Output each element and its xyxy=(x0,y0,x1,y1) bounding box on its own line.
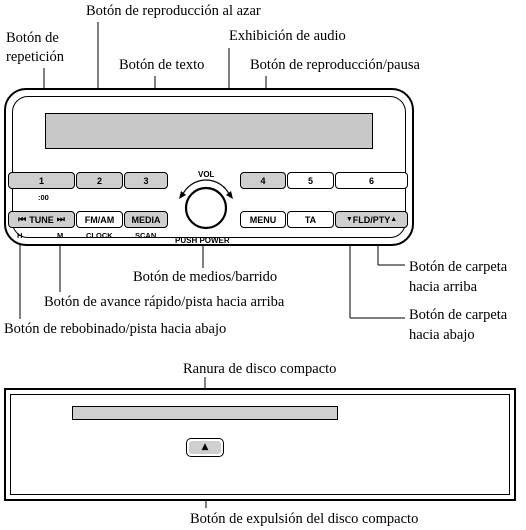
preset-button-6[interactable]: 6 xyxy=(335,172,408,189)
cd-slot-caption: Ranura de disco compacto xyxy=(183,361,337,377)
audio-display xyxy=(45,113,373,149)
media-scan-button[interactable]: MEDIA xyxy=(124,211,168,228)
preset-button-5[interactable]: 5 xyxy=(287,172,334,189)
menu-label: MENU xyxy=(249,214,277,225)
folder-down-icon: ▼ xyxy=(345,216,353,223)
fm-am-label: FM/AM xyxy=(84,214,115,225)
cd-eject-button-caption: Botón de expulsión del disco compacto xyxy=(190,511,419,527)
preset-1-label: 1 xyxy=(38,175,44,186)
preset-button-1-repeat[interactable]: 1 xyxy=(8,172,75,189)
preset-button-3-text[interactable]: 3 xyxy=(124,172,168,189)
audio-display-caption: Exhibición de audio xyxy=(229,28,346,44)
cd-unit-inner-frame xyxy=(10,394,510,495)
media-scan-button-caption: Botón de medios/barrido xyxy=(133,269,278,285)
preset-4-label: 4 xyxy=(260,175,266,186)
cd-eject-button[interactable]: ▲ xyxy=(186,438,224,457)
fm-am-button[interactable]: FM/AM xyxy=(76,211,123,228)
radio-inner-bezel xyxy=(12,96,406,238)
preset-6-label: 6 xyxy=(368,175,374,186)
fast-forward-button-caption: Botón de avance rápido/pista hacia arrib… xyxy=(44,294,285,310)
cd-eject-button-inner: ▲ xyxy=(189,441,221,454)
fld-pty-label: FLD/PTY xyxy=(352,214,391,225)
volume-label: VOL xyxy=(197,170,216,179)
track-down-icon: ⏮ xyxy=(18,214,27,224)
folder-down-button-caption-line1: Botón de carpeta xyxy=(409,307,508,323)
random-play-button-caption: Botón de reproducción al azar xyxy=(86,3,261,19)
preset-button-2-random[interactable]: 2 xyxy=(76,172,123,189)
ta-label: TA xyxy=(304,214,317,225)
repeat-button-caption-line2: repetición xyxy=(6,49,64,65)
preset-button-4-play-pause[interactable]: 4 xyxy=(240,172,286,189)
media-label: MEDIA xyxy=(131,214,161,225)
track-up-icon: ⏭ xyxy=(56,214,65,224)
tune-button[interactable]: ⏮ TUNE ⏭ xyxy=(8,211,75,228)
folder-up-icon: ▲ xyxy=(390,216,398,223)
scan-label: SCAN xyxy=(135,231,157,240)
text-button-caption: Botón de texto xyxy=(119,57,205,73)
preset-5-label: 5 xyxy=(307,175,313,186)
volume-knob[interactable] xyxy=(166,166,246,236)
rewind-button-caption: Botón de rebobinado/pista hacia abajo xyxy=(4,321,227,337)
folder-down-button-caption-line2: hacia abajo xyxy=(409,327,475,343)
cd-slot[interactable] xyxy=(72,406,338,420)
play-pause-button-caption: Botón de reproducción/pausa xyxy=(250,57,420,73)
folder-up-button-caption-line2: hacia arriba xyxy=(409,279,478,295)
clock-minute-sub-label: :00 xyxy=(38,193,49,202)
ta-button[interactable]: TA xyxy=(287,211,334,228)
push-power-label: PUSH POWER xyxy=(175,236,230,245)
preset-3-label: 3 xyxy=(143,175,149,186)
eject-icon: ▲ xyxy=(201,442,209,452)
tune-h-label: H xyxy=(17,231,23,240)
repeat-button-caption-line1: Botón de xyxy=(6,30,59,46)
tune-label: TUNE xyxy=(29,214,54,225)
clock-label: CLOCK xyxy=(86,231,113,240)
preset-2-label: 2 xyxy=(96,175,102,186)
tune-m-label: M xyxy=(57,231,64,240)
folder-up-button-caption-line1: Botón de carpeta xyxy=(409,259,508,275)
menu-button[interactable]: MENU xyxy=(240,211,286,228)
folder-pty-button[interactable]: ▼ FLD/PTY ▲ xyxy=(335,211,408,228)
